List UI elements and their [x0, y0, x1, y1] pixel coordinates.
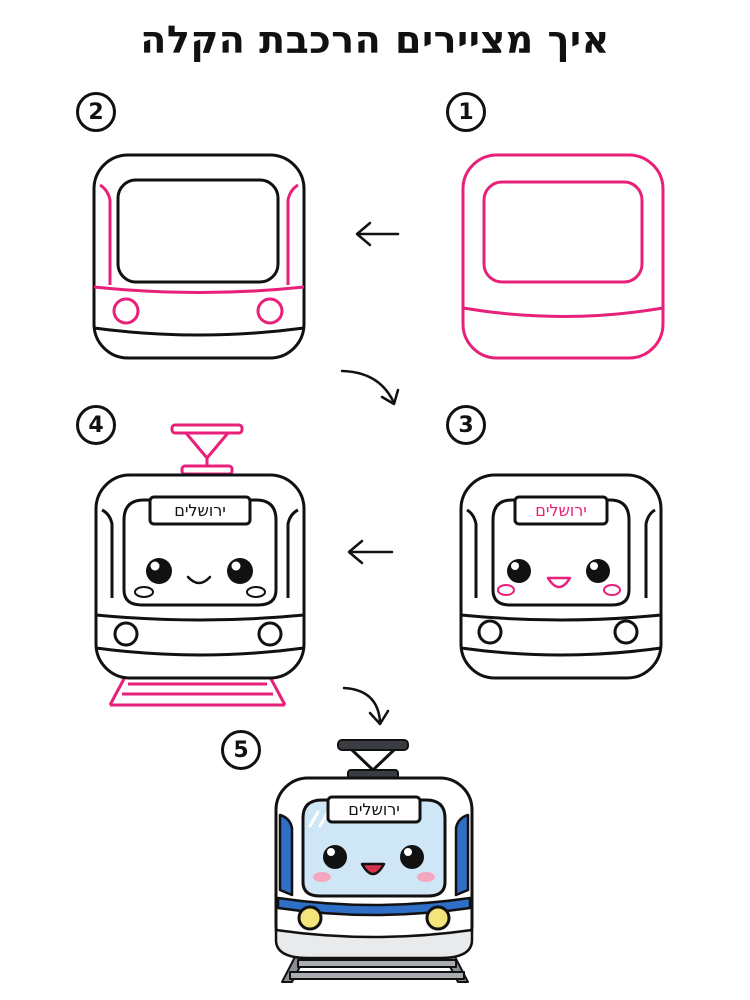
step-4-cheek-left [134, 586, 154, 598]
step-3-lamp-left [477, 619, 503, 645]
step-5-eye-right [400, 845, 424, 869]
step-5-eye-left [323, 845, 347, 869]
step-3-cheek-left [497, 584, 515, 596]
step-5-cheek-left [313, 872, 331, 882]
arrow-left-icon [355, 221, 400, 247]
step-5-badge: 5 [221, 730, 261, 770]
step-4-lamp-right [257, 621, 283, 647]
step-5-rails [281, 954, 469, 983]
step-4-mouth [186, 575, 212, 585]
step-4-rails [108, 676, 287, 707]
arrow-left-icon [347, 539, 394, 565]
step-2-lamp-left [112, 297, 140, 325]
step-5-headlight-right [425, 905, 451, 931]
step-1-lower-line [462, 306, 664, 318]
curved-arrow-icon [340, 369, 400, 406]
step-4-pantograph [170, 423, 244, 476]
step-4-lamp-left [113, 621, 139, 647]
step-2-side-stripe-right [286, 183, 299, 285]
step-2-mid-line [93, 285, 305, 294]
step-1-body [461, 153, 665, 360]
step-1-window [482, 180, 644, 284]
step-3-badge: 3 [446, 405, 486, 445]
step-5-sign-text: ירושלים [348, 800, 400, 819]
step-3-side-left [466, 508, 478, 598]
step-5-headlight-left [297, 905, 323, 931]
step-2-drawing [92, 153, 306, 360]
step-2-side-stripe-left [99, 183, 112, 285]
step-5-window [301, 798, 447, 898]
step-3-cheek-right [603, 584, 621, 596]
step-3-side-right [644, 508, 656, 598]
step-5-side-blue-right [454, 813, 470, 897]
step-2-lower-line [93, 326, 305, 337]
curved-arrow-icon [342, 686, 390, 726]
step-4-sign-text: ירושלים [174, 501, 226, 520]
step-4-cheek-right [246, 586, 266, 598]
step-3-eye-left [507, 559, 531, 583]
step-3-mouth [546, 576, 572, 589]
step-5-pantograph [337, 739, 409, 780]
step-4-badge: 4 [76, 405, 116, 445]
step-1-drawing [461, 153, 665, 360]
step-5-sign [326, 795, 422, 824]
step-3-eye-right [586, 559, 610, 583]
step-1-badge: 1 [446, 92, 486, 132]
step-3-sign-text: ירושלים [535, 501, 587, 520]
step-5-drawing [274, 739, 474, 983]
step-3-sign [513, 495, 609, 526]
step-3-lamp-right [613, 619, 639, 645]
step-4-drawing [94, 423, 306, 707]
step-5-mouth [360, 862, 386, 876]
step-5-blue-band [276, 896, 472, 917]
step-2-window [116, 178, 280, 284]
step-2-lamp-right [256, 297, 284, 325]
step-2-badge: 2 [76, 92, 116, 132]
step-5-cheek-right [417, 872, 435, 882]
page-title: איך מציירים הרכבת הקלה [140, 18, 610, 62]
step-4-eye-left [146, 558, 172, 584]
step-5-side-blue-left [278, 813, 294, 897]
step-3-drawing [459, 473, 663, 680]
step-4-eye-right [227, 558, 253, 584]
step-4-sign [148, 495, 252, 526]
